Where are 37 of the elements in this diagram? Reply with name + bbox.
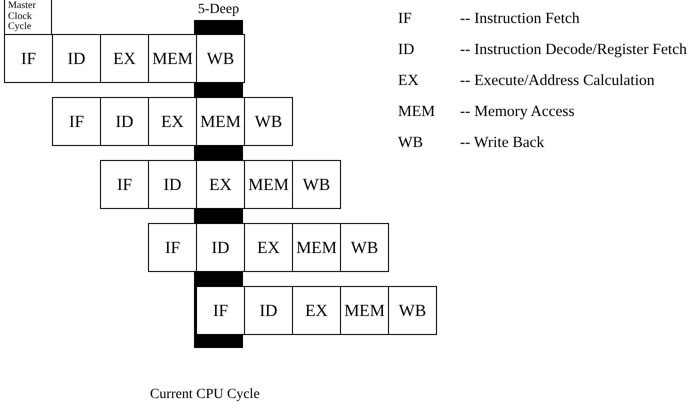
caption-text: Current CPU Cycle bbox=[150, 387, 260, 403]
stage-cell: MEM bbox=[340, 286, 389, 335]
stage-cell: IF bbox=[52, 97, 101, 146]
stage-cell: ID bbox=[244, 286, 293, 335]
stage-cell: EX bbox=[196, 160, 245, 209]
stage-cell: IF bbox=[100, 160, 149, 209]
stage-cell: MEM bbox=[148, 34, 197, 83]
stage-cell: WB bbox=[292, 160, 341, 209]
stage-cell: EX bbox=[292, 286, 341, 335]
definition-text: -- Instruction Decode/Register Fetch bbox=[460, 41, 687, 59]
abbreviation-text: IF bbox=[398, 10, 412, 28]
stage-cell: WB bbox=[244, 97, 293, 146]
stage-cell: MEM bbox=[244, 160, 293, 209]
stage-cell: WB bbox=[340, 223, 389, 272]
stage-cell: ID bbox=[196, 223, 245, 272]
stage-cell: EX bbox=[148, 97, 197, 146]
stage-cell: EX bbox=[244, 223, 293, 272]
abbreviation-text: EX bbox=[398, 72, 419, 90]
abbreviation-text: MEM bbox=[398, 103, 436, 121]
definition-text: -- Instruction Fetch bbox=[460, 10, 580, 28]
stage-cell: EX bbox=[100, 34, 149, 83]
abbreviation-text: WB bbox=[398, 134, 423, 152]
definition-text: -- Memory Access bbox=[460, 103, 574, 121]
column-heading: 5-Deep bbox=[196, 2, 240, 18]
stage-cell: IF bbox=[4, 34, 53, 83]
abbreviation-text: ID bbox=[398, 41, 414, 59]
stage-cell: IF bbox=[196, 286, 245, 335]
stage-cell: ID bbox=[52, 34, 101, 83]
definition-text: -- Execute/Address Calculation bbox=[460, 72, 655, 90]
definition-text: -- Write Back bbox=[460, 134, 544, 152]
stage-cell: WB bbox=[388, 286, 437, 335]
stage-cell: IF bbox=[148, 223, 197, 272]
stage-cell: ID bbox=[100, 97, 149, 146]
stage-cell: MEM bbox=[196, 97, 245, 146]
stage-cell: MEM bbox=[292, 223, 341, 272]
stage-cell: WB bbox=[196, 34, 245, 83]
stage-cell: ID bbox=[148, 160, 197, 209]
